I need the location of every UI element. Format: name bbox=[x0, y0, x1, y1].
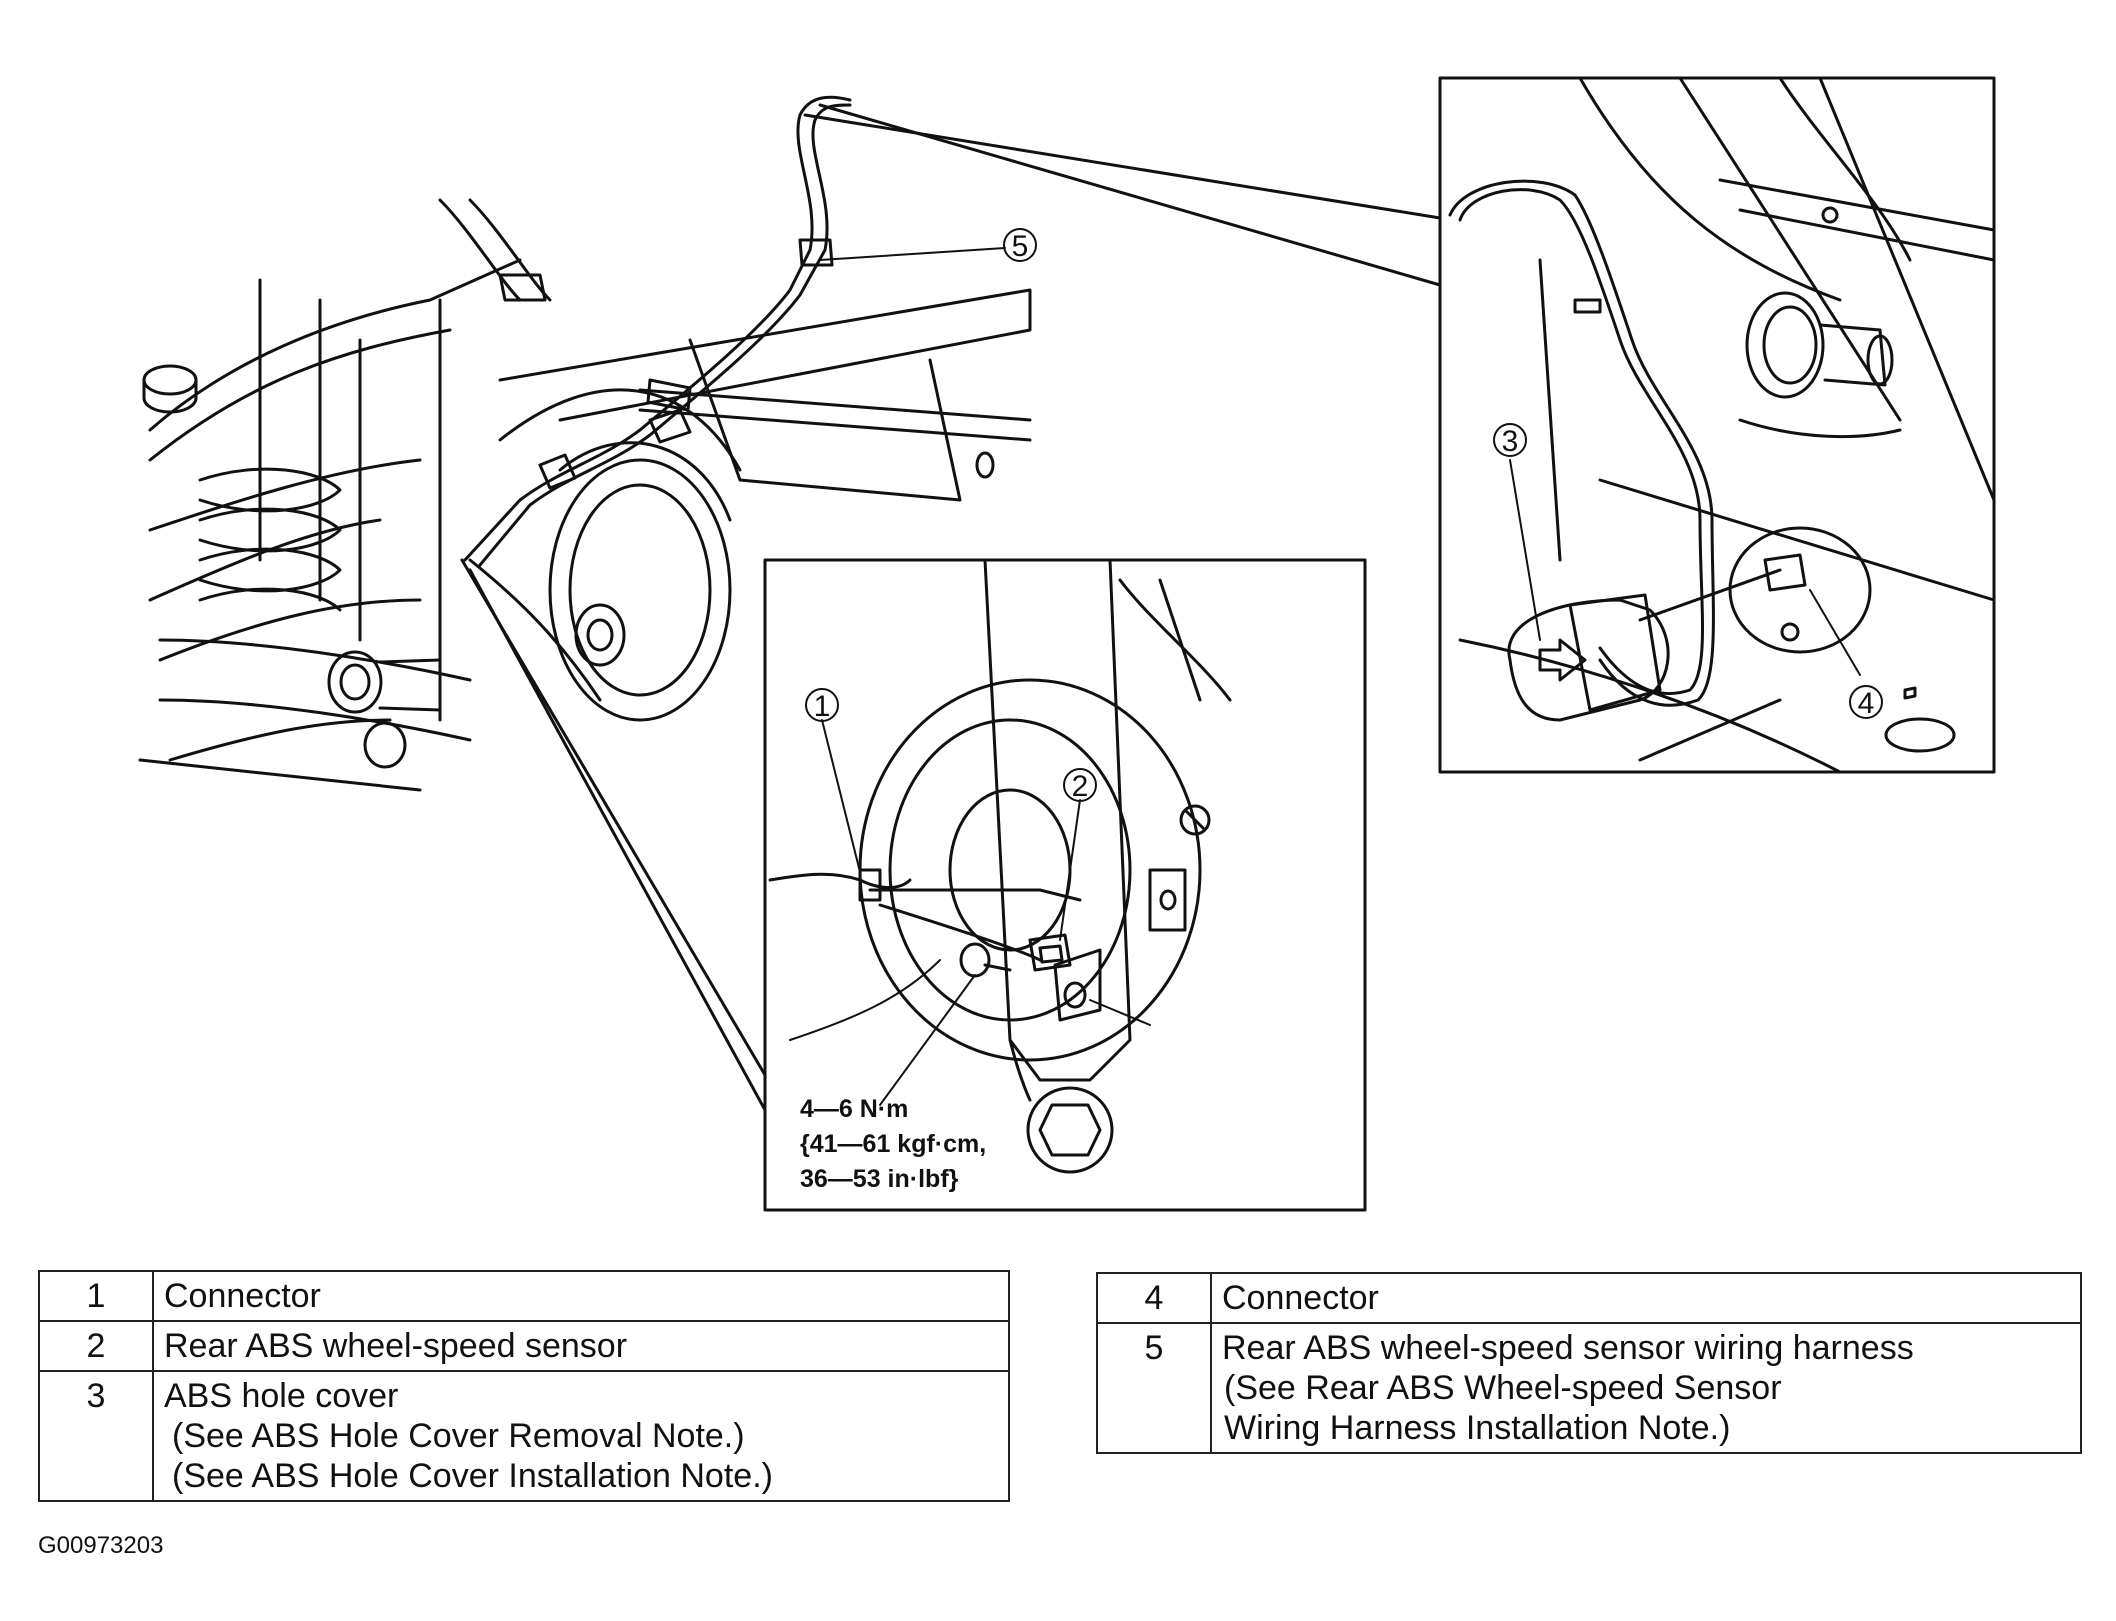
legend-row: 2 Rear ABS wheel-speed sensor bbox=[38, 1320, 1010, 1372]
figure-id: G00973203 bbox=[38, 1532, 164, 1559]
legend-row: 3 ABS hole cover (See ABS Hole Cover Rem… bbox=[38, 1370, 1010, 1502]
callout-2: 2 bbox=[1072, 770, 1089, 803]
legend-number: 4 bbox=[1096, 1272, 1212, 1324]
torque-line-3: 36—53 in·lbf} bbox=[800, 1165, 959, 1193]
rear-suspension-drawing bbox=[138, 95, 1032, 792]
legend-cell: ABS hole cover (See ABS Hole Cover Remov… bbox=[152, 1370, 1010, 1502]
torque-spec: 4—6 N·m {41—61 kgf·cm, 36—53 in·lbf} bbox=[800, 1095, 986, 1193]
torque-line-1: 4—6 N·m bbox=[800, 1095, 908, 1123]
legend-note: (See Rear ABS Wheel-speed Sensor bbox=[1224, 1369, 1782, 1407]
legend-note: Wiring Harness Installation Note.) bbox=[1224, 1409, 1731, 1447]
callout-1: 1 bbox=[814, 690, 831, 723]
torque-line-2: {41—61 kgf·cm, bbox=[800, 1130, 986, 1158]
legend-table-left: 1 Connector 2 Rear ABS wheel-speed senso… bbox=[38, 1270, 1010, 1502]
legend-note: (See ABS Hole Cover Installation Note.) bbox=[172, 1457, 773, 1495]
legend-number: 1 bbox=[38, 1270, 154, 1322]
legend-row: 4 Connector bbox=[1096, 1272, 2082, 1324]
legend-row: 5 Rear ABS wheel-speed sensor wiring har… bbox=[1096, 1322, 2082, 1454]
callout-3: 3 bbox=[1502, 425, 1519, 458]
legend-row: 1 Connector bbox=[38, 1270, 1010, 1322]
legend-note: (See ABS Hole Cover Removal Note.) bbox=[172, 1417, 745, 1455]
legend-cell: Rear ABS wheel-speed sensor wiring harne… bbox=[1210, 1322, 2082, 1454]
legend-label: Rear ABS wheel-speed sensor wiring harne… bbox=[1222, 1329, 1914, 1367]
legend-label: ABS hole cover bbox=[164, 1377, 399, 1415]
inset-hole-cover bbox=[1438, 76, 1996, 774]
legend-number: 5 bbox=[1096, 1322, 1212, 1454]
legend-label: Connector bbox=[152, 1270, 1010, 1322]
callout-5: 5 bbox=[1012, 230, 1029, 263]
legend-number: 3 bbox=[38, 1370, 154, 1502]
legend-table-right: 4 Connector 5 Rear ABS wheel-speed senso… bbox=[1096, 1272, 2082, 1454]
callout-4: 4 bbox=[1858, 687, 1875, 720]
inset-wheel-sensor bbox=[763, 558, 1367, 1212]
legend-number: 2 bbox=[38, 1320, 154, 1372]
legend-label: Rear ABS wheel-speed sensor bbox=[152, 1320, 1010, 1372]
legend-label: Connector bbox=[1210, 1272, 2082, 1324]
